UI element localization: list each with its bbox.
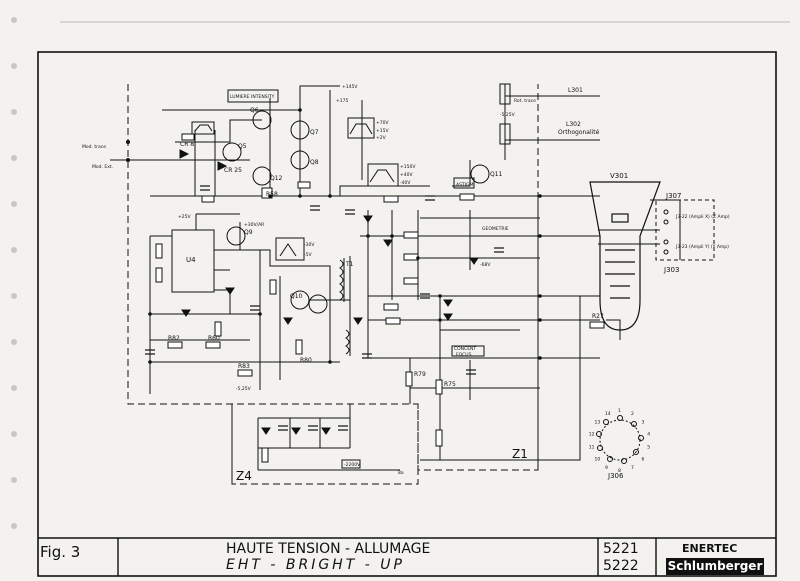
label-u4: U4 <box>186 256 196 264</box>
label-v2200: -2200V <box>344 462 361 468</box>
figure-number: Fig. 3 <box>40 543 81 561</box>
label-l302: L302 <box>566 121 581 128</box>
label-q7: Q7 <box>310 129 319 136</box>
label-q5: Q5 <box>238 143 247 150</box>
label-mod-ext: Mod. Ext. <box>92 164 113 170</box>
label-q9: Q9 <box>244 229 253 236</box>
crt-v301 <box>589 181 661 331</box>
transistors <box>222 110 490 314</box>
title-french: HAUTE TENSION - ALLUMAGE <box>226 541 431 557</box>
label-v15: +15V <box>376 128 389 134</box>
transformer-t1 <box>339 258 350 355</box>
label-v2: +2V <box>376 135 387 141</box>
label-j303: J303 <box>663 266 679 274</box>
label-v301: V301 <box>610 172 628 180</box>
zone-label-z4: Z4 <box>236 469 252 483</box>
label-r58: R58 <box>266 191 278 198</box>
label-q10: Q10 <box>290 293 303 300</box>
label-concent: CONCENT <box>454 346 476 352</box>
j306-pin-label: 7 <box>631 465 634 471</box>
j306-pin-label: 11 <box>589 445 595 451</box>
label-r83: R83 <box>238 363 250 370</box>
label-mod-trace: Mod. trace <box>82 144 106 150</box>
label-j306: J306 <box>607 472 624 480</box>
j306-pin-label: 13 <box>595 419 601 425</box>
resistors <box>155 83 605 463</box>
j306-pin-label: 2 <box>631 411 634 417</box>
j306-pin-label: 6 <box>642 457 645 463</box>
j306-pin-label: 4 <box>647 431 650 437</box>
label-v525b: -5,25V <box>236 386 252 392</box>
diodes <box>179 149 479 435</box>
wiring <box>110 84 681 471</box>
label-cr25: CR 25 <box>224 167 242 174</box>
j306-pin-label: 8 <box>618 468 621 474</box>
j306-pin-label: 1 <box>618 408 621 414</box>
label-v70: +70V <box>376 120 389 126</box>
model-number-1: 5221 <box>603 541 639 557</box>
zone-label-z1: Z1 <box>512 447 528 461</box>
component-labels: U4 V301 J307 J303 J306 L301 L302 Orthogo… <box>82 84 730 483</box>
j306-pin-label: 14 <box>605 411 611 417</box>
label-v5: -5V <box>304 252 312 258</box>
label-l301: L301 <box>568 87 583 94</box>
label-t1: T1 <box>345 261 354 268</box>
label-orthogonalite: Orthogonalité <box>558 129 600 136</box>
label-r27: R27 <box>592 313 604 320</box>
title-block <box>38 537 776 576</box>
label-cr8: CR 8 <box>180 141 194 148</box>
label-v40: +40V <box>400 172 413 178</box>
label-v40b: -40V <box>400 180 411 186</box>
label-r60: R60 <box>208 335 220 342</box>
capacitors <box>145 185 504 431</box>
label-q12: Q12 <box>270 175 283 182</box>
label-ampli-x: J3-22 (Ampli X) (Z Amp) <box>675 214 730 220</box>
j306-pin-label: 5 <box>647 445 650 451</box>
label-q11: Q11 <box>490 171 503 178</box>
label-v175: +175 <box>336 98 348 104</box>
label-v30ar: +30V/AR <box>244 222 264 228</box>
label-ampli-y: J3-23 (Ampli Y) (Y Amp) <box>675 244 729 250</box>
brand-schlumberger: Schlumberger <box>666 558 764 575</box>
label-v525: -5,25V <box>500 112 516 118</box>
label-v25: +25V <box>178 214 191 220</box>
label-sheet-num: 8a <box>398 470 404 476</box>
punch-holes <box>11 17 17 529</box>
label-j307: J307 <box>665 192 681 200</box>
drawing-frame <box>37 51 777 577</box>
label-r80: R80 <box>300 357 312 364</box>
waveform-insets <box>191 89 485 469</box>
label-r75: R75 <box>444 381 456 388</box>
label-r82: R82 <box>168 335 180 342</box>
socket-j306 <box>596 415 644 464</box>
junctions <box>126 108 542 364</box>
label-v145: +145V <box>342 84 358 90</box>
label-astigm: ASTIGM. <box>456 182 475 188</box>
label-focus: FOCUS <box>456 352 472 358</box>
label-v30: -30V <box>304 242 315 248</box>
brand-enertec: ENERTEC <box>682 542 738 555</box>
j306-pin-label: 9 <box>605 465 608 471</box>
model-number-2: 5222 <box>603 558 639 574</box>
label-v68: -68V <box>480 262 491 268</box>
connectors <box>655 199 715 261</box>
label-q8: Q8 <box>310 159 319 166</box>
label-lumiere: LUMIERE INTENSITY <box>230 94 275 100</box>
j306-pin-label: 10 <box>595 457 601 463</box>
label-v150: +150V <box>400 164 416 170</box>
zone-boundaries <box>127 84 539 485</box>
label-geometrie: GEOMETRIE <box>482 226 509 232</box>
label-q6: Q6 <box>250 107 259 114</box>
j306-pin-label: 3 <box>642 419 645 425</box>
title-english: EHT - BRIGHT - UP <box>226 557 405 573</box>
label-rot-trace: Rot. trace <box>514 98 536 104</box>
j306-pin-label: 12 <box>589 431 595 437</box>
label-r79: R79 <box>414 371 426 378</box>
